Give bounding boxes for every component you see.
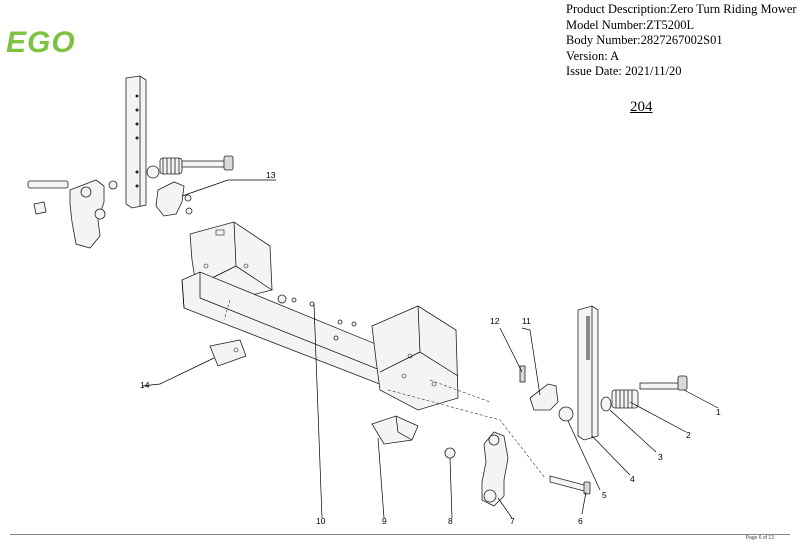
part-8-nut [444,447,456,459]
part-11-bracket [529,383,559,411]
part-2-spring [611,389,639,409]
callout-1: 1 [716,407,721,417]
callout-13: 13 [266,170,276,180]
model-number: Model Number:ZT5200L [566,17,695,32]
part-9-plate [371,415,419,445]
footer-divider [10,534,790,535]
callout-11: 11 [522,316,531,326]
ego-logo: EGO [6,27,76,55]
part-5-washer [558,406,574,422]
main-crossbeam [181,271,401,389]
upper-left-pivot-arm [27,179,106,249]
callout-14: 14 [140,380,150,390]
callout-12: 12 [490,316,500,326]
body-number: Body Number:2827267002S01 [566,33,723,47]
part-6-bolt [549,475,591,495]
footer-page-number: Page 6 of 13 [745,535,774,541]
callout-6: 6 [578,516,583,526]
part-1-bolt [639,375,688,391]
right-vertical-bar [577,305,599,441]
upper-spring-bolt [108,155,234,190]
page-reference: 204 [630,99,653,115]
callout-8: 8 [448,516,453,526]
callout-4: 4 [630,474,635,484]
callout-7: 7 [510,516,515,526]
callout-2: 2 [686,430,691,440]
callout-9: 9 [382,516,387,526]
callout-10: 10 [316,516,326,526]
main-frame-right-plate [371,305,459,411]
upper-left-vertical-bar [125,75,147,209]
issue-date: Issue Date: 2021/11/20 [566,64,682,78]
callout-3: 3 [658,452,663,462]
part-3-washer [600,396,612,412]
product-description: Product Description:Zero Turn Riding Mow… [566,2,797,16]
lower-right-pivot-arm [481,431,509,507]
upper-bracket [155,181,193,217]
document-header: Product Description:Zero Turn Riding Mow… [566,2,797,80]
version: Version: A [566,48,620,63]
callout-5: 5 [602,490,607,500]
lower-left-bracket [209,339,247,367]
ego-logo-text: EGO [6,27,76,55]
part-12-bolt [519,365,526,383]
